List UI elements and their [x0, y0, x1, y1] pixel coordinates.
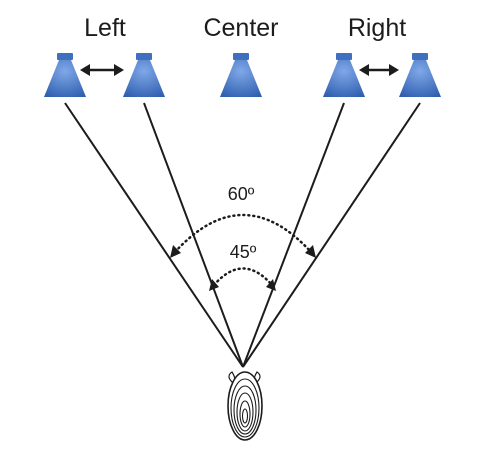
speaker-icon-right-outer: [399, 53, 441, 97]
label-center: Center: [203, 14, 278, 42]
inner-angle-arc: [209, 267, 276, 291]
speaker-icon-left-inner: [123, 53, 165, 97]
speaker-icon-center: [220, 53, 262, 97]
label-right: Right: [348, 14, 406, 42]
ray-right-outer: [242, 102, 421, 368]
listener-head-icon: [227, 371, 263, 441]
ray-left-outer: [64, 102, 244, 368]
inner-angle-label: 45º: [230, 242, 257, 262]
right-pair-spacing-arrow: [359, 64, 399, 76]
sight-lines: [64, 102, 421, 368]
speaker-icon-left-outer: [44, 53, 86, 97]
outer-angle-arc: [170, 213, 316, 258]
speaker-icon-right-inner: [323, 53, 365, 97]
left-pair-spacing-arrow: [80, 64, 124, 76]
label-left: Left: [84, 14, 126, 42]
outer-angle-label: 60º: [228, 184, 255, 204]
